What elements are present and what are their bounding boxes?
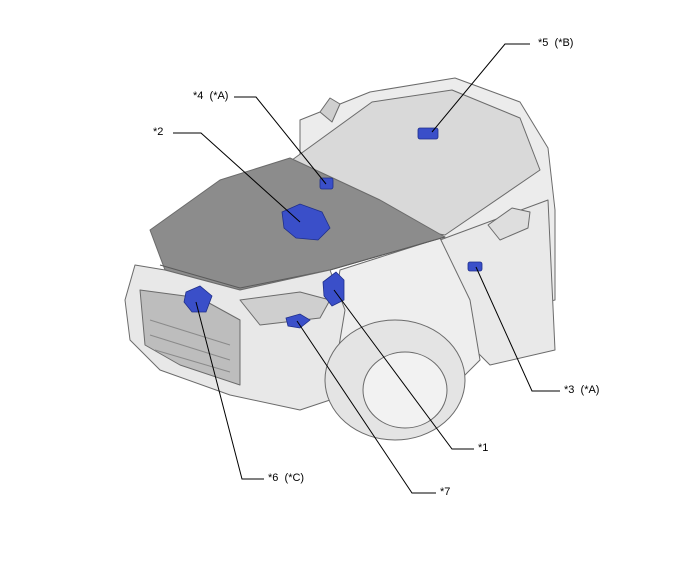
callout-3: *3 (*A) <box>564 384 599 397</box>
leader-1 <box>333 289 474 450</box>
leader-3 <box>475 266 560 392</box>
car-body <box>124 77 556 441</box>
hood-edge <box>159 236 446 289</box>
leader-4 <box>234 96 327 185</box>
callout-4-suffix: (*A) <box>209 90 229 102</box>
callout-4-number: *4 <box>193 90 204 102</box>
callout-3-suffix: (*A) <box>580 384 600 396</box>
component-7 <box>285 313 311 329</box>
component-1 <box>322 271 345 307</box>
component-5 <box>417 127 439 140</box>
headlight <box>239 291 331 326</box>
leader-5 <box>431 43 530 133</box>
component-6 <box>183 285 213 313</box>
callout-5-suffix: (*B) <box>554 37 574 49</box>
callout-2: *2 <box>153 126 163 139</box>
callout-1: *1 <box>478 442 488 455</box>
leader-lines <box>173 43 560 494</box>
callout-2-number: *2 <box>153 126 164 138</box>
front-wheel-hub <box>362 351 448 429</box>
leader-7 <box>296 320 436 494</box>
side-mirror <box>487 207 531 241</box>
callout-4: *4 (*A) <box>193 90 228 103</box>
callout-5-number: *5 <box>538 37 549 49</box>
component-3 <box>467 261 483 272</box>
callout-3-number: *3 <box>564 384 575 396</box>
leader-6 <box>195 301 264 480</box>
roof-spoiler <box>319 97 341 123</box>
leader-2 <box>173 132 301 223</box>
grille-mesh <box>149 319 231 373</box>
callout-6-suffix: (*C) <box>284 472 305 484</box>
callout-6-number: *6 <box>268 472 279 484</box>
callout-1-number: *1 <box>478 442 489 454</box>
callout-7-number: *7 <box>440 486 451 498</box>
callout-6: *6 (*C) <box>268 472 304 485</box>
component-2 <box>281 203 331 241</box>
callout-7: *7 <box>440 486 450 499</box>
callout-5: *5 (*B) <box>538 37 573 50</box>
